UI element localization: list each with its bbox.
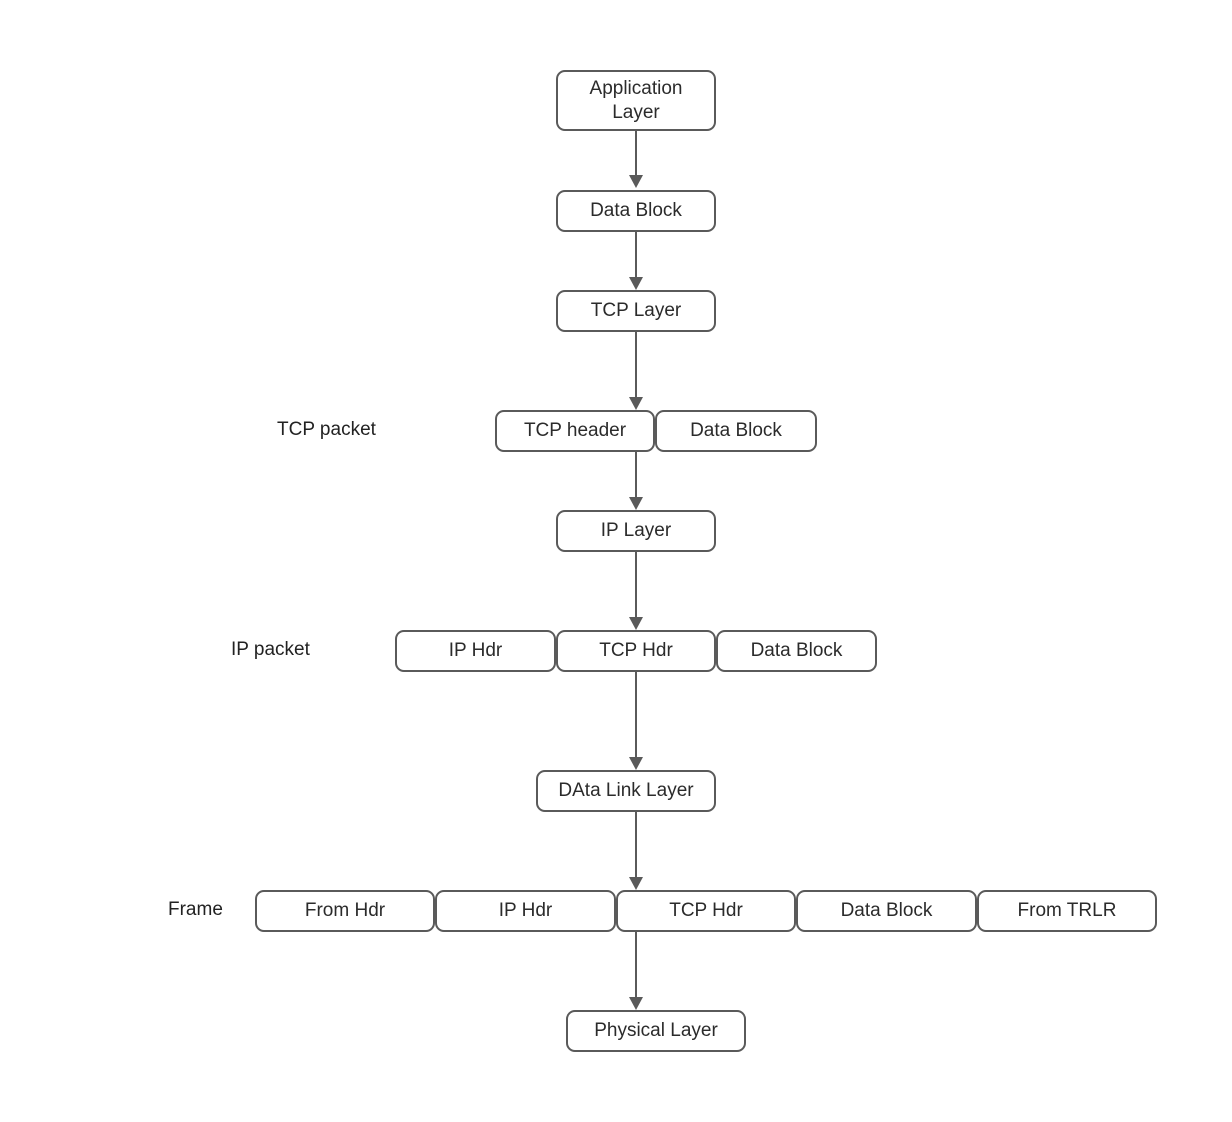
node-data-block: Data Block: [556, 190, 716, 232]
packet-row-ip-packet: IP Hdr TCP Hdr Data Block: [395, 630, 877, 672]
arrow-head-icon: [629, 175, 643, 188]
arrow-shaft: [635, 672, 637, 757]
arrow-shaft: [635, 932, 637, 997]
segment-from-trlr: From TRLR: [977, 890, 1157, 932]
arrow-shaft: [635, 812, 637, 877]
arrow-data-link-layer-to-frame: [629, 812, 643, 890]
arrow-head-icon: [629, 997, 643, 1010]
arrow-ip-layer-to-ip-packet: [629, 552, 643, 630]
segment-tcp-header: TCP header: [495, 410, 655, 452]
segment-data-block: Data Block: [655, 410, 817, 452]
arrow-head-icon: [629, 617, 643, 630]
segment-ip-hdr: IP Hdr: [435, 890, 616, 932]
arrow-frame-to-physical-layer: [629, 932, 643, 1010]
packet-row-frame: From Hdr IP Hdr TCP Hdr Data Block From …: [255, 890, 1157, 932]
arrow-shaft: [635, 131, 637, 175]
arrow-data-block-to-tcp-layer: [629, 232, 643, 290]
segment-ip-hdr: IP Hdr: [395, 630, 556, 672]
segment-data-block: Data Block: [716, 630, 877, 672]
node-tcp-layer: TCP Layer: [556, 290, 716, 332]
node-data-link-layer: DAta Link Layer: [536, 770, 716, 812]
arrow-ip-packet-to-data-link-layer: [629, 672, 643, 770]
arrow-head-icon: [629, 757, 643, 770]
arrow-tcp-layer-to-tcp-packet: [629, 332, 643, 410]
segment-tcp-hdr: TCP Hdr: [616, 890, 796, 932]
arrow-head-icon: [629, 877, 643, 890]
packet-row-tcp-packet: TCP header Data Block: [495, 410, 817, 452]
arrow-tcp-packet-to-ip-layer: [629, 452, 643, 510]
node-ip-layer: IP Layer: [556, 510, 716, 552]
arrow-application-to-data-block: [629, 131, 643, 188]
arrow-head-icon: [629, 277, 643, 290]
arrow-shaft: [635, 332, 637, 397]
arrow-shaft: [635, 452, 637, 497]
arrow-shaft: [635, 552, 637, 617]
row-label-frame: Frame: [168, 899, 223, 920]
arrow-head-icon: [629, 397, 643, 410]
row-label-ip-packet: IP packet: [231, 639, 310, 660]
arrow-shaft: [635, 232, 637, 277]
row-label-tcp-packet: TCP packet: [277, 419, 376, 440]
node-physical-layer: Physical Layer: [566, 1010, 746, 1052]
segment-tcp-hdr: TCP Hdr: [556, 630, 716, 672]
node-application-layer: Application Layer: [556, 70, 716, 131]
segment-data-block: Data Block: [796, 890, 977, 932]
arrow-head-icon: [629, 497, 643, 510]
segment-from-hdr: From Hdr: [255, 890, 435, 932]
